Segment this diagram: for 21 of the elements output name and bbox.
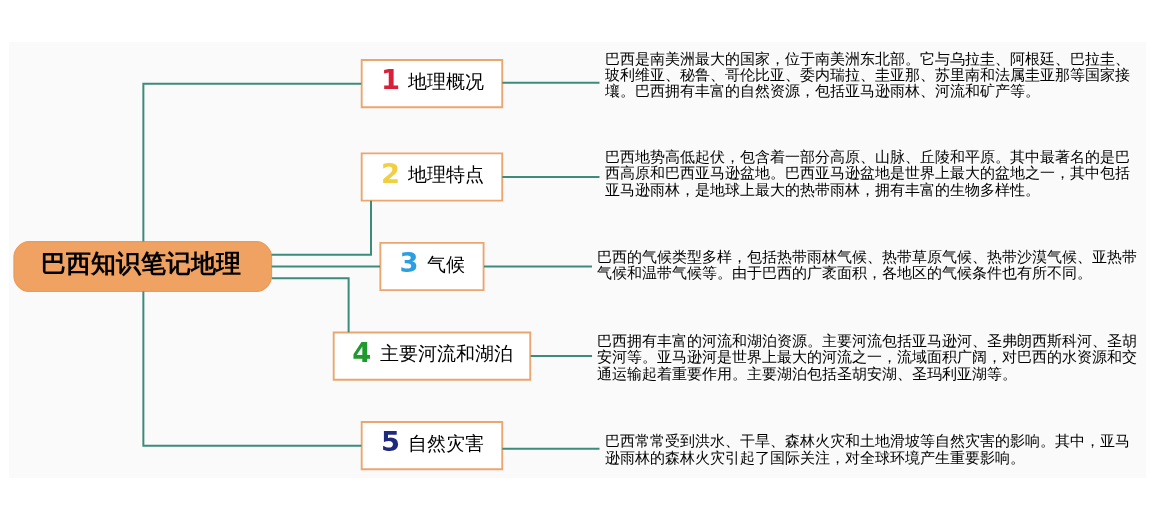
node-text: 巴西是南美洲最大的国家，位于南美洲东北部。它与乌拉圭、阿根廷、巴拉圭、玻利维亚、秘鲁、哥伦比亚、委内瑞拉、圭亚那、苏里南和法属圭亚那等国家接壤。巴西拥有丰富的自然资源，包括亚马逊雨林、河流和矿产等。 [604, 49, 1130, 101]
connector [142, 82, 363, 243]
connector [270, 277, 350, 334]
connector [142, 290, 363, 447]
connector [501, 81, 601, 84]
node-text: 巴西拥有丰富的河流和湖泊资源。主要河流包括亚马逊河、圣弗朗西斯科河、圣胡安河等。亚马逊河是世界上最大的河流之一，流域面积广阔，对巴西的水资源和交通运输起着重要作用。主要湖泊包括圣胡安湖、圣玛利亚湖等。 [597, 332, 1138, 383]
node-box: 2 地理特点 [360, 152, 504, 202]
connector [270, 199, 372, 256]
node-box: 1 地理概况 [360, 59, 504, 109]
connector [529, 355, 594, 358]
node-box: 5 自然灾害 [360, 421, 504, 471]
connector [501, 175, 601, 178]
node-box: 巴西知识笔记地理 [13, 241, 273, 293]
node-box: 4 主要河流和湖泊 [332, 331, 532, 381]
node-box: 3 气候 [379, 241, 485, 292]
connector [501, 447, 601, 450]
connector [270, 265, 382, 268]
node-text: 巴西的气候类型多样，包括热带雨林气候、热带草原气候、热带沙漠气候、亚热带气候和温带气候等。由于巴西的广袤面积，各地区的气候条件也有所不同。 [597, 248, 1138, 283]
node-text: 巴西地势高低起伏，包含着一部分高原、山脉、丘陵和平原。其中最著名的是巴西高原和巴西亚马逊盆地。巴西亚马逊盆地是世界上最大的盆地之一，其中包括亚马逊雨林，是地球上最大的热带雨林，拥有丰富的生物多样性。 [604, 148, 1130, 199]
connector [482, 265, 593, 268]
node-text: 巴西常常受到洪水、干旱、森林火灾和土地滑坡等自然灾害的影响。其中，亚马逊雨林的森林火灾引起了国际关注，对全球环境产生重要影响。 [604, 432, 1130, 467]
